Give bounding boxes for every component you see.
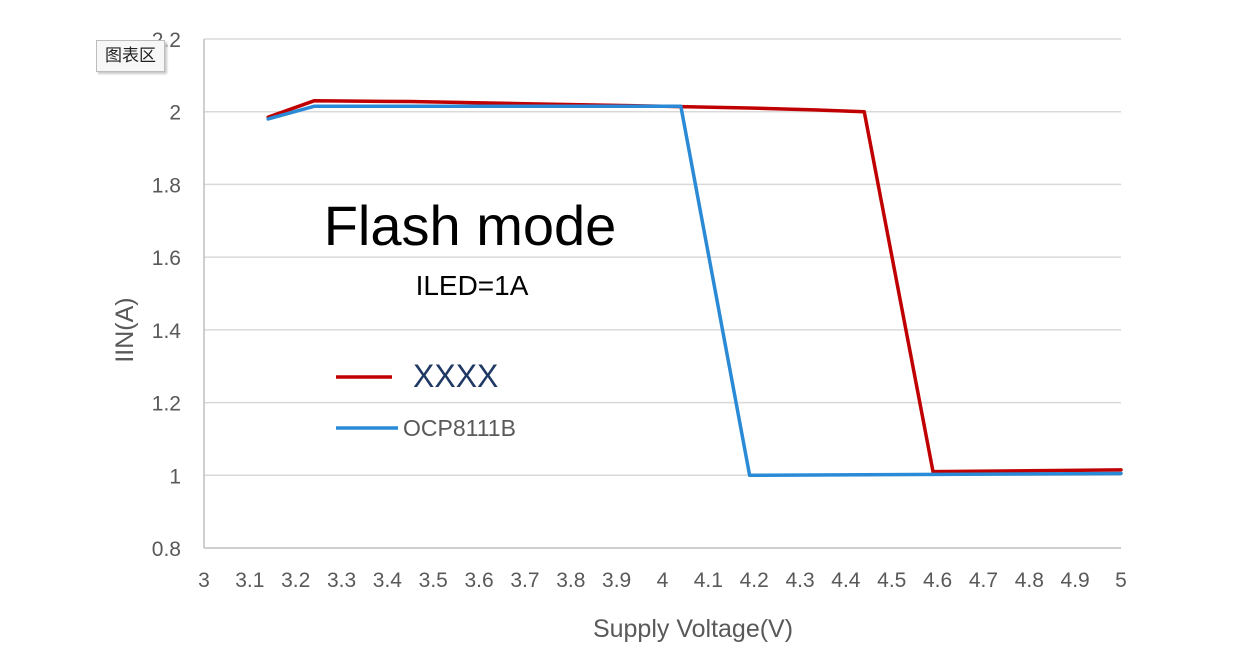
- x-tick-label: 4.8: [1015, 569, 1044, 592]
- legend-label-xxxx: XXXX: [413, 358, 498, 394]
- legend-label-ocp8111b: OCP8111B: [403, 415, 516, 441]
- x-tick-label: 4.5: [877, 569, 906, 592]
- data-series: [266, 99, 1123, 478]
- x-tick-label: 4.6: [923, 569, 952, 592]
- x-tick-label: 5: [1115, 569, 1127, 592]
- series-line-ocp8111b: [266, 104, 1123, 478]
- y-tick-label: 1.8: [152, 174, 181, 197]
- y-axis-title: IIN(A): [111, 297, 139, 362]
- x-tick-label: 3: [198, 569, 210, 592]
- y-tick-label: 1.4: [152, 320, 182, 343]
- axes: [203, 39, 1121, 549]
- x-tick-label: 4.1: [694, 569, 723, 592]
- x-axis-title: Supply Voltage(V): [593, 615, 793, 643]
- annotation-subtitle: ILED=1A: [416, 270, 529, 301]
- y-tick-label: 1: [169, 465, 181, 488]
- x-tick-label: 4.2: [740, 569, 769, 592]
- x-tick-label: 3.2: [281, 569, 310, 592]
- x-tick-label: 3.6: [464, 569, 493, 592]
- annotation-title: Flash mode: [324, 194, 617, 257]
- x-tick-label: 3.3: [327, 569, 356, 592]
- x-tick-label: 4.7: [969, 569, 998, 592]
- y-tick-label: 2: [169, 102, 181, 125]
- x-tick-label: 3.9: [602, 569, 631, 592]
- chart-area-tooltip: 图表区: [96, 40, 165, 72]
- x-tick-label: 3.7: [510, 569, 539, 592]
- x-tick-label: 4: [657, 569, 669, 592]
- x-tick-label: 4.4: [831, 569, 861, 592]
- y-tick-label: 0.8: [152, 538, 181, 561]
- x-tick-label: 3.5: [419, 569, 448, 592]
- x-tick-label: 3.8: [556, 569, 585, 592]
- x-tick-label: 3.1: [235, 569, 264, 592]
- series-line-xxxx: [266, 99, 1123, 474]
- gridlines: [204, 38, 1121, 477]
- x-tick-label: 3.4: [373, 569, 403, 592]
- y-tick-label: 1.2: [152, 393, 181, 416]
- y-tick-label: 1.6: [152, 247, 181, 270]
- x-tick-label: 4.9: [1061, 569, 1090, 592]
- legend: XXXX OCP8111B: [336, 358, 516, 441]
- x-tick-label: 4.3: [785, 569, 814, 592]
